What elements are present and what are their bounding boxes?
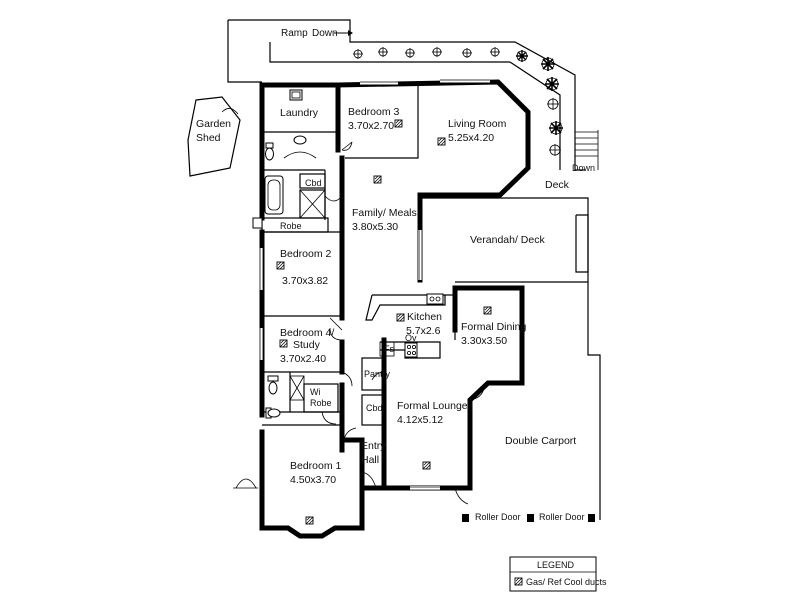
roller-door-label-2: Roller Door: [539, 512, 585, 522]
bedroom1-size: 4.50x3.70: [290, 474, 336, 486]
toilet-icon: [265, 142, 274, 161]
kitchen-name: Kitchen: [407, 311, 442, 323]
formal-lounge-size: 4.12x5.12: [397, 414, 443, 426]
bedroom1-name: Bedroom 1: [290, 460, 342, 472]
laundry-label: Laundry: [280, 107, 319, 119]
bedroom3-size: 3.70x2.70: [348, 120, 394, 132]
cbd-mid-label: Cbd: [366, 403, 383, 413]
garden-shed-label-2: Shed: [196, 132, 221, 144]
roller-door-label-1: Roller Door: [475, 512, 521, 522]
shower-icon: [299, 189, 326, 219]
family-meals-size: 3.80x5.30: [352, 221, 398, 233]
double-carport-label: Double Carport: [505, 435, 576, 447]
ramp-down-arrow-icon: [334, 30, 353, 36]
ramp-direction-label: Down: [312, 28, 338, 39]
bedroom4-name-line1: Bedroom 4/: [280, 327, 334, 339]
hot-water-unit: [252, 217, 263, 229]
entry-hall-label-2: Hall: [361, 454, 379, 466]
bedroom4-name-line2: Study: [293, 339, 321, 351]
windows: [259, 79, 490, 491]
labels: Ramp Down Garden Shed Laundry Bedroom 3 …: [196, 28, 595, 522]
sink-icon: [289, 89, 303, 101]
legend-title: LEGEND: [537, 560, 575, 570]
gas-ref-cool-duct-icon: [276, 119, 492, 525]
bedroom3-name: Bedroom 3: [348, 106, 400, 118]
deck-stairs-label: Down: [572, 163, 595, 173]
carport-posts: [462, 514, 595, 522]
formal-dining-name: Formal Dining: [461, 321, 527, 333]
bedroom2-name: Bedroom 2: [280, 248, 332, 260]
legend-item: Gas/ Ref Cool ducts: [526, 577, 607, 587]
verandah-label: Verandah/ Deck: [470, 234, 545, 246]
formal-lounge-name: Formal Lounge: [397, 400, 468, 412]
fridge-space: [379, 341, 395, 357]
toilet-icon: [267, 375, 279, 395]
doors: [321, 141, 485, 505]
shrub-icon: [353, 47, 563, 156]
bedroom4-size: 3.70x2.40: [280, 353, 326, 365]
robe-label: Robe: [280, 221, 302, 231]
living-room-size: 5.25x4.20: [448, 132, 494, 144]
entry-hall-label-1: Entry: [361, 440, 386, 452]
ov-label: Ov: [405, 333, 417, 343]
gas-ref-cool-duct-icon: [514, 577, 523, 586]
shower-icon: [289, 375, 305, 401]
fs-label: Fs: [384, 344, 394, 354]
bath-icon: [264, 175, 284, 215]
basin-icon: [283, 135, 317, 159]
site-lines: [187, 19, 601, 520]
garden-shed-label-1: Garden: [196, 118, 231, 130]
kitchen-size: 5.7x2.6: [406, 325, 441, 337]
pantry-label: Pantry: [364, 369, 391, 379]
wi-robe-label-1: Wi: [310, 387, 321, 397]
formal-dining-size: 3.30x3.50: [461, 335, 507, 347]
legend: LEGEND Gas/ Ref Cool ducts: [509, 556, 607, 592]
deck-label: Deck: [545, 179, 570, 191]
living-room-name: Living Room: [448, 118, 507, 130]
bedroom2-size: 3.70x3.82: [282, 275, 328, 287]
family-meals-name: Family/ Meals: [352, 207, 417, 219]
cbd-top-label: Cbd: [305, 178, 322, 188]
toilet-icon: [265, 407, 281, 419]
ramp-label: Ramp: [281, 28, 308, 39]
cooktop-icon: [404, 293, 444, 358]
wi-robe-label-2: Robe: [310, 398, 332, 408]
